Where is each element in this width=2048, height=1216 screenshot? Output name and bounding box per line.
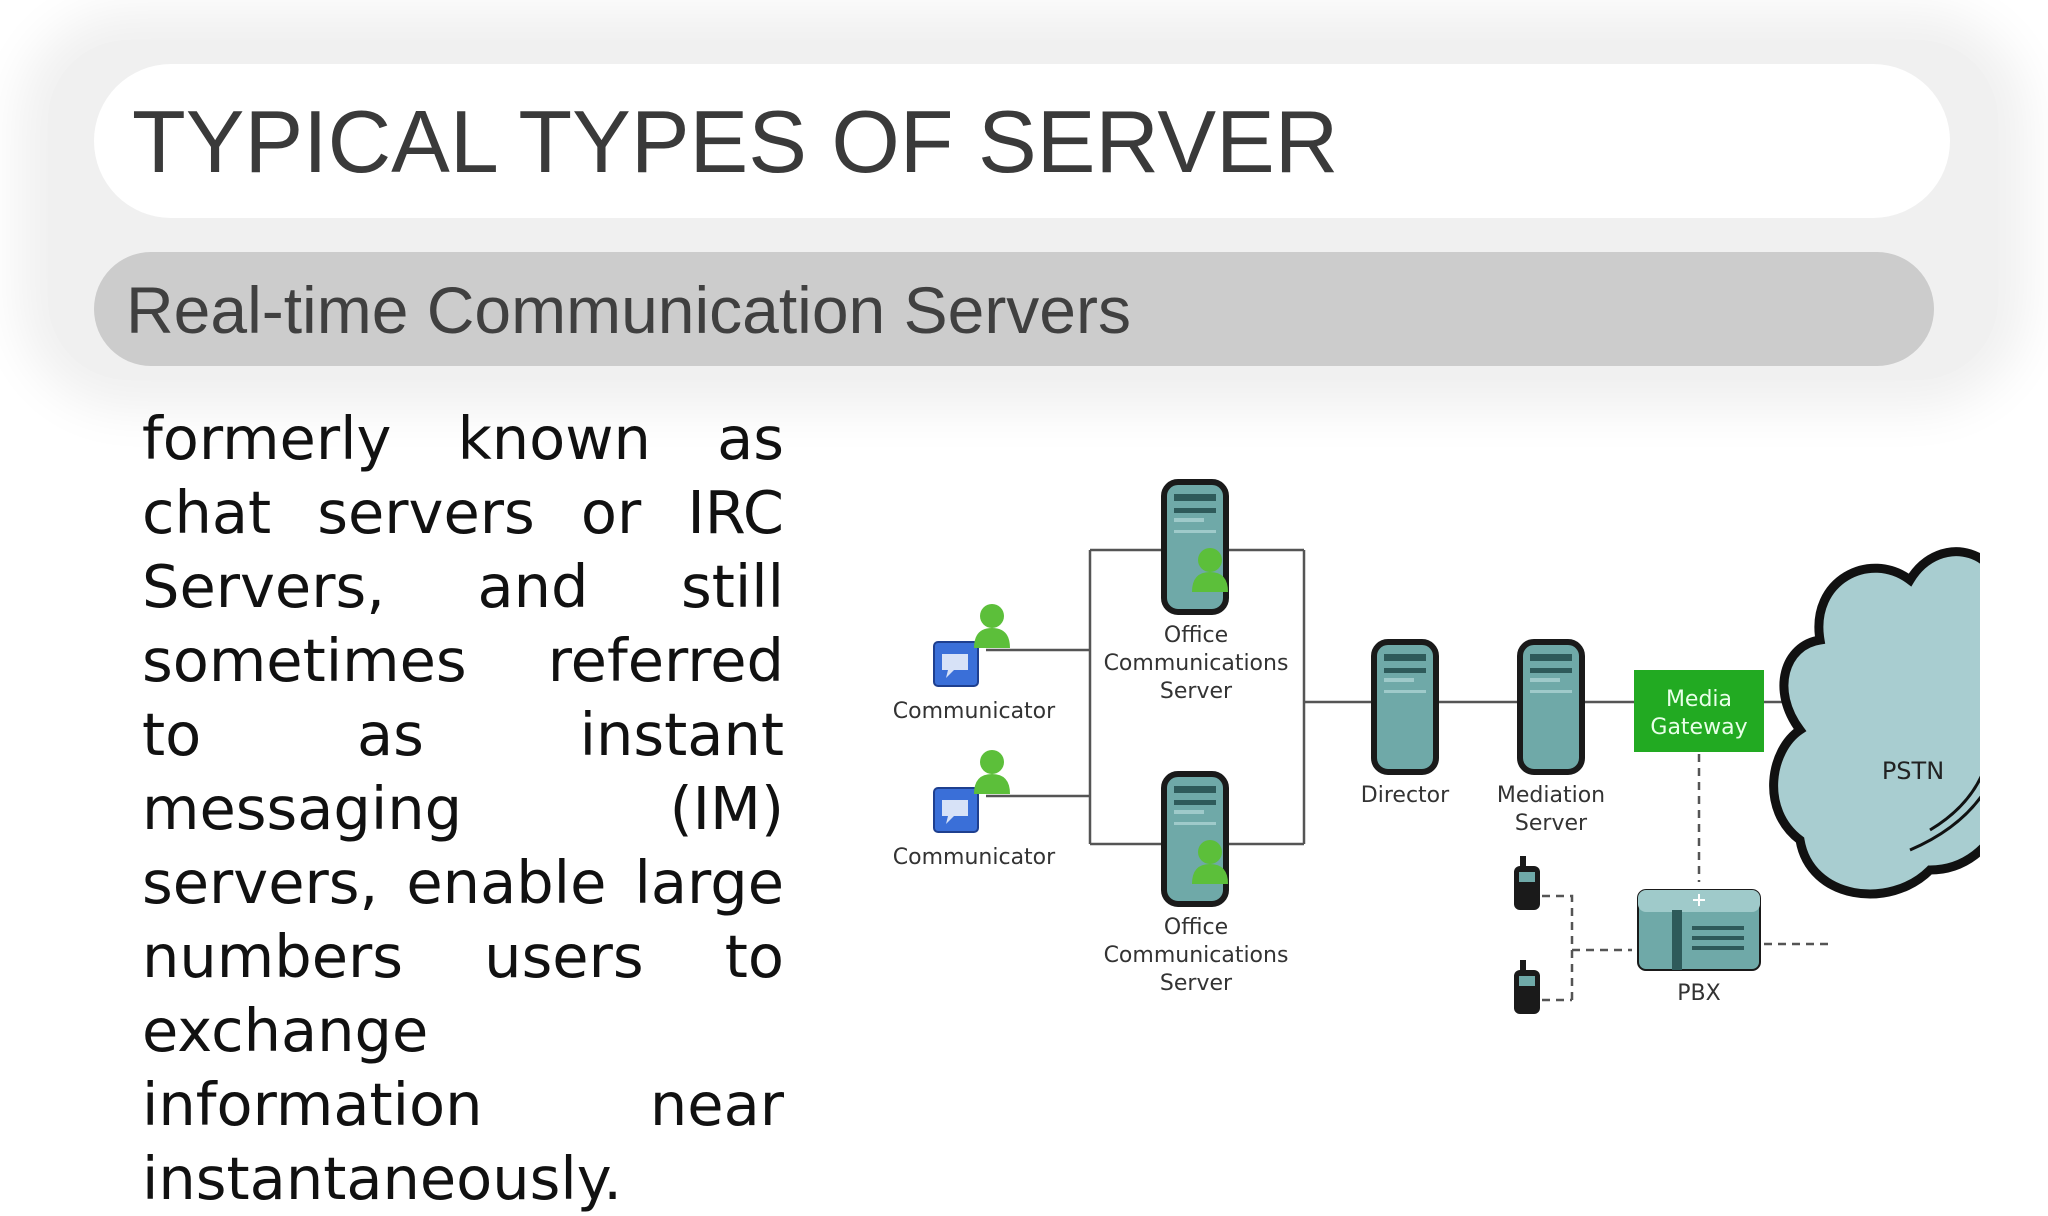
- server-icon: [1164, 482, 1226, 612]
- svg-text:Media: Media: [1666, 687, 1732, 712]
- svg-text:Communications: Communications: [1104, 651, 1289, 676]
- ocs-server-bottom: Office Communications Server: [1104, 774, 1289, 996]
- phone-icon: [1514, 856, 1540, 910]
- communicator-bottom: Communicator: [893, 750, 1056, 870]
- body-paragraph: formerly known as chat servers or IRC Se…: [142, 404, 784, 1213]
- svg-text:Mediation: Mediation: [1497, 783, 1605, 808]
- phone-icon: [1514, 960, 1540, 1014]
- pbx-icon: [1637, 889, 1761, 971]
- slide-title: TYPICAL TYPES OF SERVER: [132, 92, 1339, 191]
- server-icon: [1164, 774, 1226, 904]
- cloud-icon: [1769, 547, 1980, 899]
- user-icon: [974, 604, 1010, 648]
- media-gateway: Media Gateway: [1634, 670, 1764, 752]
- user-icon: [974, 750, 1010, 794]
- communicator-icon: [933, 641, 979, 687]
- subtitle-bar: [94, 252, 1934, 366]
- ocs-server-top: Office Communications Server: [1104, 482, 1289, 704]
- director-server: Director: [1361, 642, 1450, 808]
- server-icon: [1374, 642, 1436, 772]
- mediation-server: Mediation Server: [1497, 642, 1605, 836]
- svg-text:Office: Office: [1164, 623, 1228, 648]
- slide-subtitle: Real-time Communication Servers: [126, 273, 1131, 347]
- svg-text:Office: Office: [1164, 915, 1228, 940]
- communicator-top: Communicator: [893, 604, 1056, 724]
- pstn-cloud: PSTN: [1769, 547, 1980, 899]
- title-bar: [94, 64, 1950, 218]
- svg-text:Server: Server: [1160, 679, 1233, 704]
- connection-lines: [986, 548, 1832, 1002]
- network-diagram: Communicator Communicator Office Communi…: [893, 470, 1980, 1014]
- svg-text:Communicator: Communicator: [893, 845, 1056, 870]
- svg-text:Gateway: Gateway: [1650, 715, 1747, 740]
- svg-text:Server: Server: [1160, 971, 1233, 996]
- svg-text:Server: Server: [1515, 811, 1588, 836]
- svg-text:PBX: PBX: [1677, 981, 1720, 1006]
- communicator-icon: [933, 787, 979, 833]
- svg-text:Communications: Communications: [1104, 943, 1289, 968]
- svg-text:Director: Director: [1361, 783, 1450, 808]
- svg-text:Communicator: Communicator: [893, 699, 1056, 724]
- pbx: PBX: [1637, 889, 1761, 1006]
- server-icon: [1520, 642, 1582, 772]
- svg-text:PSTN: PSTN: [1882, 757, 1944, 785]
